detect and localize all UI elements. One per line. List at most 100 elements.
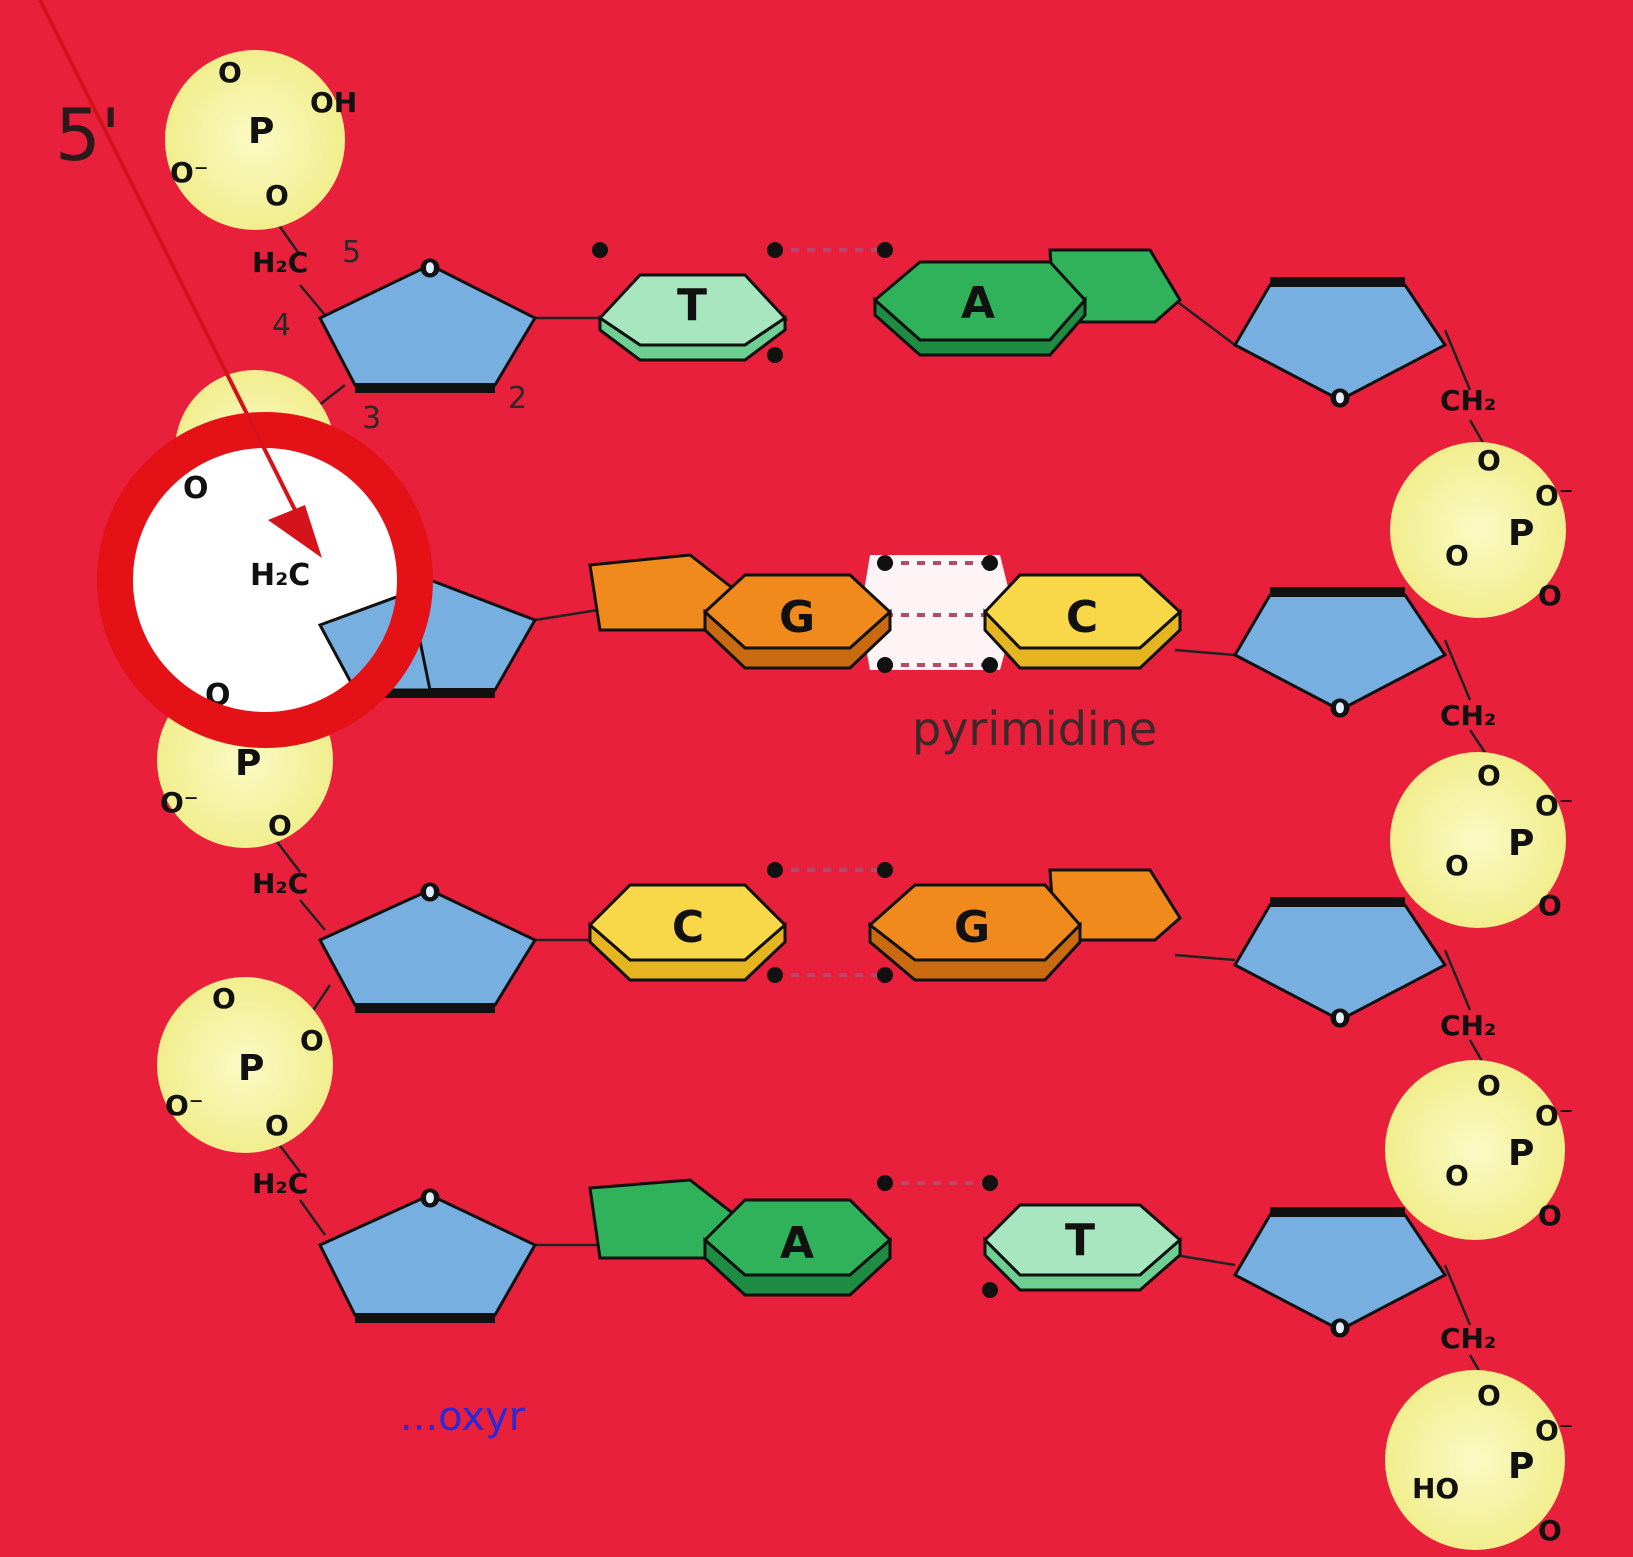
- highlighted-ch2: H₂C: [250, 558, 310, 593]
- highlight-annotation: O H₂C O: [97, 412, 433, 748]
- phosphate-p: P: [235, 743, 261, 784]
- base-pair-2: G C: [588, 553, 1183, 670]
- phosphate-o: O: [1477, 444, 1501, 477]
- ch2-label: CH₂: [1440, 384, 1496, 417]
- base-pair-1: T A: [597, 248, 1182, 362]
- base-cytosine: C: [982, 573, 1183, 670]
- phosphate-p: P: [1508, 823, 1534, 864]
- sugar-top-edges-right: [1270, 277, 1405, 1217]
- deoxyribose-sugar: [1232, 283, 1448, 402]
- phosphate-o-minus: O⁻: [1535, 479, 1574, 512]
- carbon-numbers: 5 4 3 2: [272, 235, 527, 436]
- carbon-3-label: 3: [362, 401, 381, 436]
- gc-bond-highlight: [860, 555, 1015, 670]
- ch2-label: H₂C: [252, 1167, 308, 1200]
- ch2-label: H₂C: [252, 867, 308, 900]
- phosphate-o: O: [1538, 579, 1562, 612]
- deoxyribose-sugar: [1232, 593, 1448, 712]
- deoxyribose-sugar: [317, 888, 538, 1007]
- bond-atoms: [592, 242, 998, 1298]
- base-cytosine: C: [587, 883, 788, 982]
- base-label: G: [954, 902, 990, 953]
- phosphate-p: P: [1508, 513, 1534, 554]
- phosphate-o: O: [1445, 1159, 1469, 1192]
- hydrogen-bonds-gc: [885, 561, 990, 667]
- ch2-label: CH₂: [1440, 1322, 1496, 1355]
- svg-text:O: O: [1331, 697, 1350, 722]
- phosphate-blob: [1385, 1370, 1565, 1550]
- phosphate-o: O: [265, 1109, 289, 1142]
- phosphate-o: O: [212, 982, 236, 1015]
- phosphate-o-minus: O⁻: [1535, 1414, 1574, 1447]
- right-strand-chem-labels: CH₂ O O⁻ P O O CH₂ O O⁻ P O O CH₂ O O⁻ P…: [1412, 384, 1574, 1547]
- base-label: A: [780, 1218, 814, 1269]
- base-label: T: [677, 280, 707, 331]
- phosphate-o: O: [1538, 1199, 1562, 1232]
- phosphate-blob: [1385, 1060, 1565, 1240]
- phosphate-o: O: [1538, 1514, 1562, 1547]
- phosphate-groups-right: [1385, 442, 1566, 1550]
- phosphate-o: O: [1477, 1069, 1501, 1102]
- phosphate-o: O: [300, 1024, 324, 1057]
- base-guanine: G: [867, 868, 1182, 982]
- phosphate-p: P: [1508, 1446, 1534, 1487]
- phosphate-o-minus: O⁻: [160, 786, 199, 819]
- ch2-label: CH₂: [1440, 1009, 1496, 1042]
- phosphate-o-minus: O⁻: [170, 156, 209, 189]
- phosphate-p: P: [248, 111, 274, 152]
- highlighted-o: O: [183, 471, 209, 506]
- base-label: A: [961, 278, 995, 329]
- deoxyribose-sugar: [317, 263, 538, 387]
- phosphate-oh: OH: [310, 86, 357, 119]
- svg-text:O: O: [421, 1187, 440, 1212]
- ring-oxygens: [420, 258, 1350, 1338]
- phosphate-blob: [165, 50, 345, 230]
- phosphate-p: P: [238, 1048, 264, 1089]
- phosphate-blob: [1390, 752, 1566, 928]
- phosphate-blob: [1390, 442, 1566, 618]
- phosphate-blob: [157, 977, 333, 1153]
- phosphate-o: O: [268, 809, 292, 842]
- phosphate-o-lower: O: [265, 179, 289, 212]
- highlight-ring: [97, 412, 433, 748]
- phosphate-o: O: [1477, 759, 1501, 792]
- pointer-arrow: [38, 0, 322, 558]
- phosphate-o: O: [1477, 1379, 1501, 1412]
- base-thymine: T: [982, 1203, 1183, 1292]
- base-label: C: [1066, 592, 1098, 643]
- base-label: T: [1065, 1215, 1095, 1266]
- svg-text:O: O: [421, 881, 440, 906]
- svg-text:O: O: [421, 257, 440, 282]
- deoxyribose-sugar: [1232, 903, 1448, 1022]
- phosphate-o: O: [1445, 849, 1469, 882]
- carbon-5-label: 5: [342, 235, 361, 270]
- ch2-label: H₂C: [252, 246, 308, 279]
- svg-text:O: O: [1331, 387, 1350, 412]
- base-pair-4: A T: [588, 1178, 1183, 1297]
- phosphate-o-minus: O⁻: [165, 1089, 204, 1122]
- phosphate-o: O: [218, 56, 242, 89]
- deoxyribose-sugar: [1232, 1213, 1448, 1332]
- base-label: C: [672, 902, 704, 953]
- sugars-left: [317, 263, 538, 1317]
- base-label: G: [779, 592, 815, 643]
- arrow-head: [268, 505, 322, 558]
- ring-oxygen-labels: O O O O O O O: [421, 257, 1350, 1342]
- sugars-right: [1232, 283, 1448, 1332]
- ch2-label: CH₂: [1440, 699, 1496, 732]
- phosphate-p: P: [1508, 1133, 1534, 1174]
- base-guanine: G: [588, 553, 893, 670]
- svg-text:O: O: [1331, 1317, 1350, 1342]
- phosphate-o: O: [1445, 539, 1469, 572]
- phosphate-ho: HO: [1412, 1472, 1459, 1505]
- carbon-2-label: 2: [508, 381, 527, 416]
- svg-text:O: O: [1331, 1007, 1350, 1032]
- base-pair-3: C G: [587, 868, 1182, 982]
- carbon-4-label: 4: [272, 308, 291, 343]
- phosphate-o: O: [1538, 889, 1562, 922]
- phosphate-o-minus: O⁻: [1535, 1099, 1574, 1132]
- base-thymine: T: [597, 273, 789, 362]
- base-adenine: A: [872, 248, 1182, 357]
